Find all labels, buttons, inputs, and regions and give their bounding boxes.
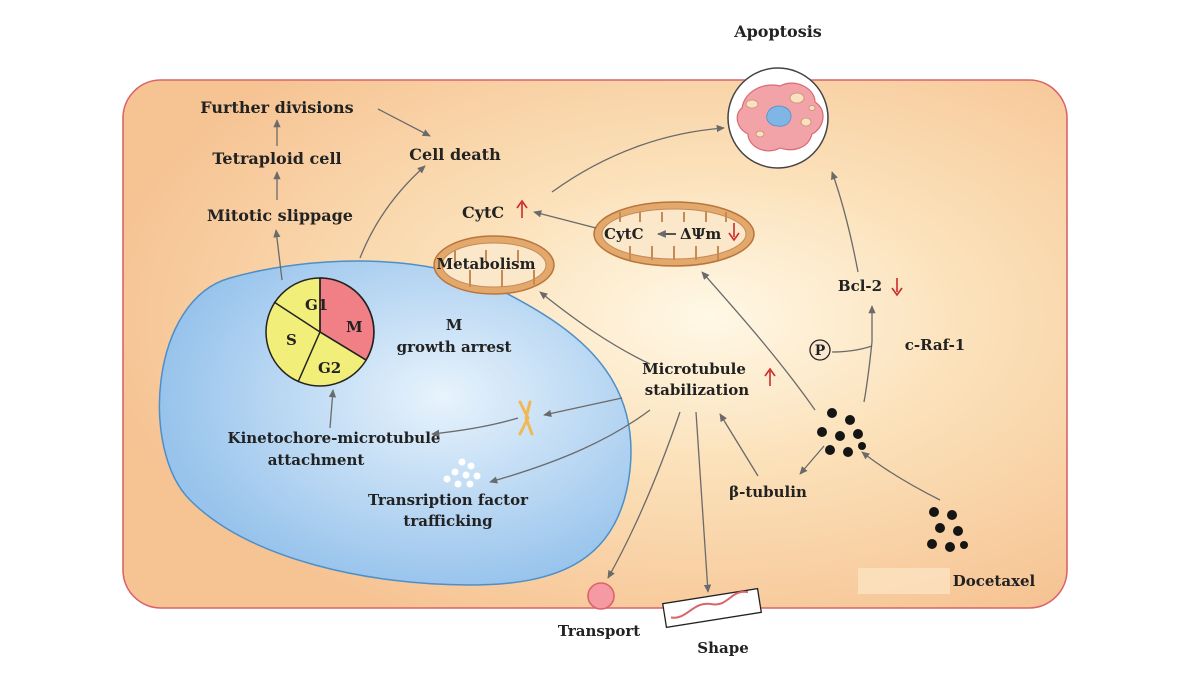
label-trafficking: trafficking — [403, 512, 493, 530]
label-microtubule: Microtubule — [642, 360, 746, 378]
arrow-kinetochore-to-pie — [328, 389, 337, 429]
arrow-nucleus-to-celldeath — [359, 165, 426, 259]
phase-g1: G1 — [305, 296, 328, 314]
label-delta-psi-m: ΔΨm — [680, 225, 721, 243]
transport-vesicle-icon — [587, 582, 615, 610]
label-tetraploid-cell: Tetraploid cell — [212, 149, 341, 168]
label-metabolism: Metabolism — [436, 255, 535, 273]
arrow-chromosome-to-kinetochore — [431, 417, 519, 437]
label-cytc-mitochondrion: CytC — [604, 225, 644, 243]
chromosome-icon — [518, 400, 534, 436]
arrow-mito-to-cytc — [533, 210, 597, 229]
down-arrow-bcl2 — [891, 278, 903, 297]
arrow-microtubule-to-metabolism — [539, 291, 651, 365]
label-transcription-factor: Transription factor — [368, 491, 529, 509]
phase-g2: G2 — [318, 359, 341, 377]
arrow-microtubule-to-transcription — [489, 409, 651, 484]
label-kinetochore: Kinetochore-microtubule — [228, 429, 441, 447]
arrow-microtubule-to-transport — [607, 411, 681, 579]
label-attachment: attachment — [268, 451, 365, 469]
phase-m: M — [346, 318, 363, 336]
label-transport: Transport — [558, 622, 640, 640]
label-beta-tubulin: β-tubulin — [729, 483, 807, 501]
pathway-arrows — [273, 108, 941, 593]
arrow-bcl2-to-apoptosis — [831, 171, 859, 273]
apoptotic-cell-icon — [727, 67, 829, 169]
shape-icon — [661, 587, 763, 629]
label-mitotic-slippage: Mitotic slippage — [207, 206, 353, 225]
arrow-further-to-celldeath — [377, 108, 431, 137]
up-arrow-microtubule — [764, 367, 776, 386]
label-stabilization: stabilization — [645, 381, 750, 399]
phase-s: S — [286, 331, 297, 349]
label-shape: Shape — [697, 639, 749, 657]
label-craf1: c-Raf-1 — [905, 336, 965, 354]
transcription-factor-dots-icon — [443, 458, 481, 488]
docetaxel-dots-intracellular-icon — [817, 408, 866, 457]
mitochondrion-metabolism — [433, 235, 555, 295]
phosphorylation-icon — [809, 339, 831, 361]
label-docetaxel: Docetaxel — [953, 572, 1036, 590]
label-bcl2: Bcl-2 — [838, 277, 882, 295]
down-arrow-delta-psi — [728, 223, 740, 242]
arrow-docetaxel-to-dots — [861, 451, 941, 501]
up-arrow-cytc — [516, 199, 528, 218]
arrow-microtubule-to-shape — [695, 411, 712, 593]
docetaxel-dots-extracellular-icon — [927, 507, 968, 552]
arrow-dots-to-tubulin — [799, 445, 825, 475]
label-cytc-released: CytC — [462, 203, 504, 222]
arrow-craf1-to-p — [831, 345, 873, 353]
arrow-tubulin-to-microtubule — [719, 413, 759, 477]
label-cell-death: Cell death — [409, 145, 501, 164]
arrow-cytc-to-apoptosis — [551, 124, 725, 193]
label-phospho: P — [815, 343, 826, 359]
arrow-microtubule-to-chromosome — [543, 397, 623, 418]
label-m: M — [446, 316, 463, 334]
docetaxel-label-backdrop — [858, 568, 950, 594]
label-further-divisions: Further divisions — [200, 98, 353, 117]
label-growth-arrest: growth arrest — [397, 338, 512, 356]
arrow-pie-to-slippage — [273, 229, 283, 281]
arrow-dots-to-mito — [701, 271, 816, 411]
label-apoptosis: Apoptosis — [733, 22, 822, 41]
cell-cycle-pie — [265, 277, 375, 387]
